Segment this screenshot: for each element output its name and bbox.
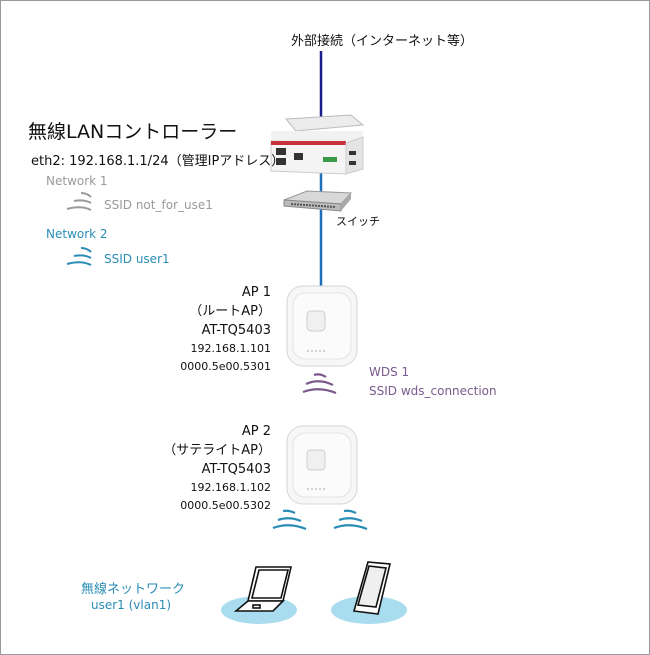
ap1-mac: 0000.5e00.5301: [180, 360, 271, 373]
wds-wave-icon: [302, 373, 337, 395]
ap2-left-wave-icon: [272, 509, 307, 531]
ap2-info: AP 2 （サテライトAP） AT-TQ5403 192.168.1.102 0…: [163, 422, 271, 515]
network1-ssid: SSID not_for_use1: [104, 198, 213, 212]
ap2-model: AT-TQ5403: [201, 462, 271, 477]
controller-device-icon: [270, 114, 365, 175]
ap2-ip: 192.168.1.102: [190, 481, 271, 494]
wireless-network-vlan: user1 (vlan1): [91, 598, 172, 612]
ap1-device-icon: [286, 285, 358, 367]
ap2-name: AP 2: [241, 424, 271, 439]
ap1-role: （ルートAP）: [189, 304, 271, 319]
network1-wave-icon: [66, 192, 92, 211]
controller-eth-address: eth2: 192.168.1.1/24（管理IPアドレス）: [31, 154, 285, 169]
ap2-mac: 0000.5e00.5302: [180, 499, 271, 512]
wireless-network-title: 無線ネットワーク: [81, 582, 186, 597]
wds-ssid: SSID wds_connection: [369, 384, 497, 398]
network2-wave-icon: [66, 247, 92, 266]
ap1-ip: 192.168.1.101: [190, 342, 271, 355]
network2-name: Network 2: [46, 227, 108, 241]
controller-title: 無線LANコントローラー: [28, 121, 238, 143]
ap2-device-icon: [286, 425, 358, 505]
ap1-info: AP 1 （ルートAP） AT-TQ5403 192.168.1.101 000…: [180, 283, 271, 376]
switch-icon: [283, 190, 353, 212]
ap1-model: AT-TQ5403: [201, 323, 271, 338]
network2-ssid: SSID user1: [104, 252, 170, 266]
ap2-role: （サテライトAP）: [163, 443, 271, 458]
external-connection-label: 外部接続（インターネット等）: [291, 34, 474, 49]
ap1-name: AP 1: [241, 285, 271, 300]
ap2-right-wave-icon: [333, 509, 368, 531]
smartphone-icon: [352, 561, 391, 615]
laptop-icon: [233, 566, 293, 612]
wds-name: WDS 1: [369, 365, 410, 379]
switch-label: スイッチ: [336, 215, 380, 228]
network1-name: Network 1: [46, 174, 108, 188]
